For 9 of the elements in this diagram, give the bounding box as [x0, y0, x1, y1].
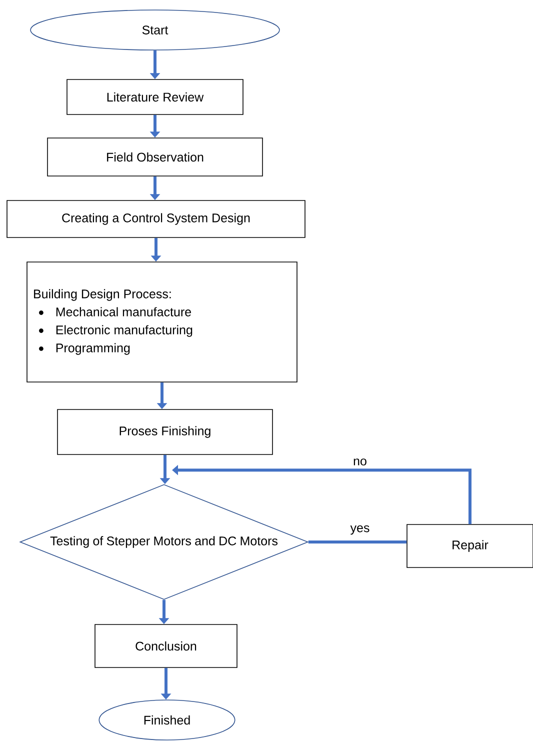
process-box: Creating a Control System Design: [6, 200, 306, 238]
process-box: Proses Finishing: [57, 409, 273, 455]
edge-label: yes: [349, 524, 371, 536]
process-box: Building Design Process: Mechanical manufacture Electronic manufacturing Programming: [26, 262, 298, 382]
process-box: Field Observation: [47, 138, 263, 176]
process-box: Conclusion: [94, 624, 238, 668]
process-box: Literature Review: [66, 79, 244, 115]
process-box: Repair: [406, 524, 533, 568]
edge-label: no: [352, 458, 368, 466]
